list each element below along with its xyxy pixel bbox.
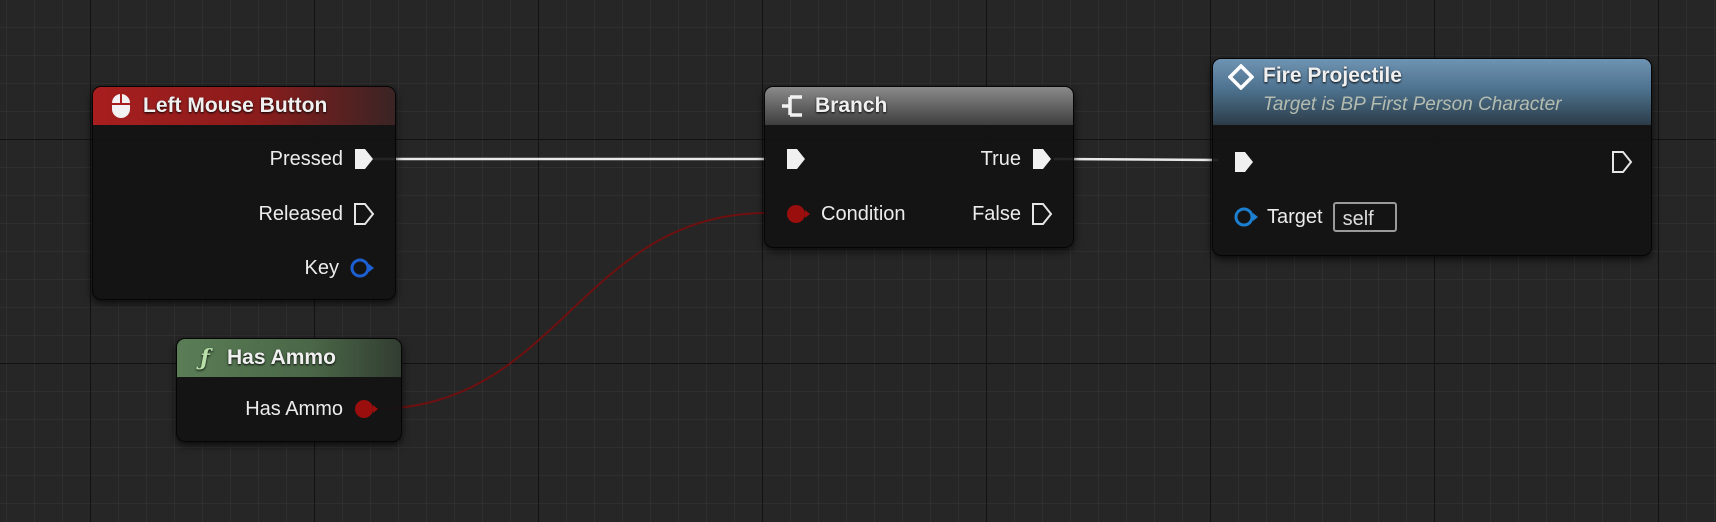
node-title: Branch [815,94,888,117]
exec-pin-filled-icon[interactable] [1031,147,1053,171]
pin-label-true: True [980,147,1021,170]
node-left-mouse-button[interactable]: Left Mouse Button Pressed Released Key [92,86,396,300]
bool-wire-hasammo-to-condition[interactable] [373,212,769,410]
pin-row-target[interactable]: Target self [1233,201,1397,233]
exec-pin-filled-icon[interactable] [353,147,375,171]
pin-label-false: False [972,202,1021,225]
node-header[interactable]: Fire Projectile Target is BP First Perso… [1213,59,1651,125]
pin-row-condition[interactable]: Condition [785,199,906,229]
pin-row-released[interactable]: Released [258,199,375,229]
bool-pin-icon[interactable] [353,398,379,420]
pin-label-has-ammo: Has Ammo [245,397,343,420]
exec-pin-empty-icon[interactable] [1031,202,1053,226]
pin-row-exec-in[interactable] [1233,147,1255,177]
pin-row-exec-in[interactable] [785,144,807,174]
object-pin-icon[interactable] [1233,206,1259,228]
pin-row-has-ammo[interactable]: Has Ammo [245,394,379,424]
pin-row-pressed[interactable]: Pressed [270,144,375,174]
node-header[interactable]: Branch [765,87,1073,125]
mouse-icon [107,92,135,120]
node-subtitle: Target is BP First Person Character [1263,94,1562,115]
exec-pin-filled-icon[interactable] [785,147,807,171]
node-title: Left Mouse Button [143,94,328,117]
struct-pin-icon[interactable] [349,257,375,279]
diamond-icon [1227,63,1255,91]
exec-pin-empty-icon[interactable] [1611,150,1633,174]
target-value-field[interactable]: self [1332,202,1397,232]
node-title: Has Ammo [227,346,336,369]
exec-pin-filled-icon[interactable] [1233,150,1255,174]
node-header[interactable]: ƒ Has Ammo [177,339,401,377]
exec-wire-true-to-fire[interactable] [1053,157,1219,162]
exec-pin-empty-icon[interactable] [353,202,375,226]
pin-label-condition: Condition [821,202,906,225]
bool-pin-icon[interactable] [785,203,811,225]
node-header[interactable]: Left Mouse Button [93,87,395,125]
pin-label-target: Target [1267,205,1323,228]
node-branch[interactable]: Branch True Condition False [764,86,1074,248]
branch-icon [779,92,807,120]
node-title: Fire Projectile [1263,64,1402,87]
pin-label-key: Key [304,256,339,279]
pin-label-released: Released [258,202,343,225]
pin-row-true[interactable]: True [981,144,1053,174]
node-fire-projectile[interactable]: Fire Projectile Target is BP First Perso… [1212,58,1652,256]
node-has-ammo[interactable]: ƒ Has Ammo Has Ammo [176,338,402,442]
pin-row-key[interactable]: Key [305,253,375,283]
pin-label-pressed: Pressed [269,147,343,170]
pin-row-exec-out[interactable] [1611,147,1633,177]
pin-row-false[interactable]: False [972,199,1053,229]
function-icon: ƒ [200,345,210,371]
